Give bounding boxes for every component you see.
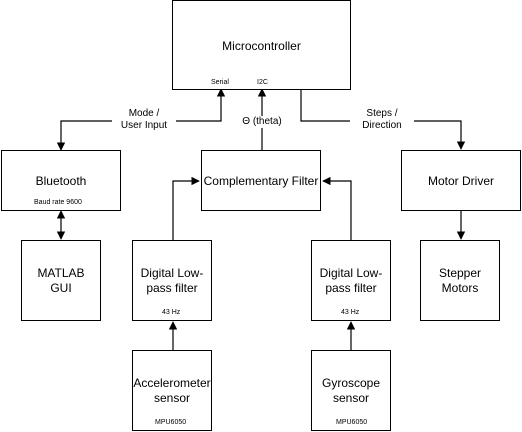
steps-direction-label: Steps / Direction <box>350 108 414 132</box>
microcontroller-title: Microcontroller <box>222 39 301 53</box>
lpf-left-freq: 43 Hz <box>162 309 181 316</box>
motor-driver-block: Motor Driver <box>401 150 521 211</box>
gyroscope-model: MPU6050 <box>336 419 368 426</box>
lpf-left-line1: Digital Low- <box>140 266 204 280</box>
lpf-left-line2: pass filter <box>146 281 198 295</box>
accelerometer-line1: Accelerometer <box>133 376 211 390</box>
lpf-right-line2: pass filter <box>325 281 377 295</box>
bluetooth-title: Bluetooth <box>35 174 87 188</box>
mode-label-line1: Mode / <box>128 108 160 119</box>
accelerometer-model: MPU6050 <box>155 419 187 426</box>
matlab-line1: MATLAB <box>37 266 85 280</box>
stepper-line2: Motors <box>441 281 479 295</box>
stepper-line1: Stepper <box>438 266 482 280</box>
mode-input-label: Mode / User Input <box>112 108 176 132</box>
lpf-right-block: Digital Low- pass filter 43 Hz <box>311 240 391 321</box>
bluetooth-block: Bluetooth Baud rate 9600 <box>1 150 121 211</box>
complementary-filter-block: Complementary Filter <box>201 150 321 211</box>
gyroscope-line1: Gyroscope <box>321 376 381 390</box>
accelerometer-line2: sensor <box>153 391 191 405</box>
accelerometer-block: Accelerometer sensor MPU6050 <box>132 350 212 431</box>
gyroscope-block: Gyroscope sensor MPU6050 <box>311 350 391 431</box>
stepper-motors-block: Stepper Motors <box>420 240 500 321</box>
i2c-port-label: I2C <box>257 79 268 86</box>
lpf-right-arrow <box>322 176 352 240</box>
lpf-left-arrow <box>172 176 200 240</box>
steps-label-line2: Direction <box>350 120 414 132</box>
lpf-right-line1: Digital Low- <box>319 266 383 280</box>
baud-rate-label: Baud rate 9600 <box>34 199 82 206</box>
complementary-filter-title: Complementary Filter <box>203 174 319 188</box>
matlab-line2: GUI <box>50 281 72 295</box>
matlab-gui-block: MATLAB GUI <box>21 240 101 321</box>
theta-label: Θ (theta) <box>234 116 290 128</box>
motor-driver-title: Motor Driver <box>427 174 494 188</box>
lpf-right-freq: 43 Hz <box>341 309 360 316</box>
gyroscope-line2: sensor <box>332 391 370 405</box>
serial-port-label: Serial <box>211 79 229 86</box>
microcontroller-block: Microcontroller Serial I2C <box>172 0 351 90</box>
steps-label-line1: Steps / <box>366 108 398 119</box>
lpf-left-block: Digital Low- pass filter 43 Hz <box>132 240 212 321</box>
mode-label-line2: User Input <box>112 120 176 132</box>
